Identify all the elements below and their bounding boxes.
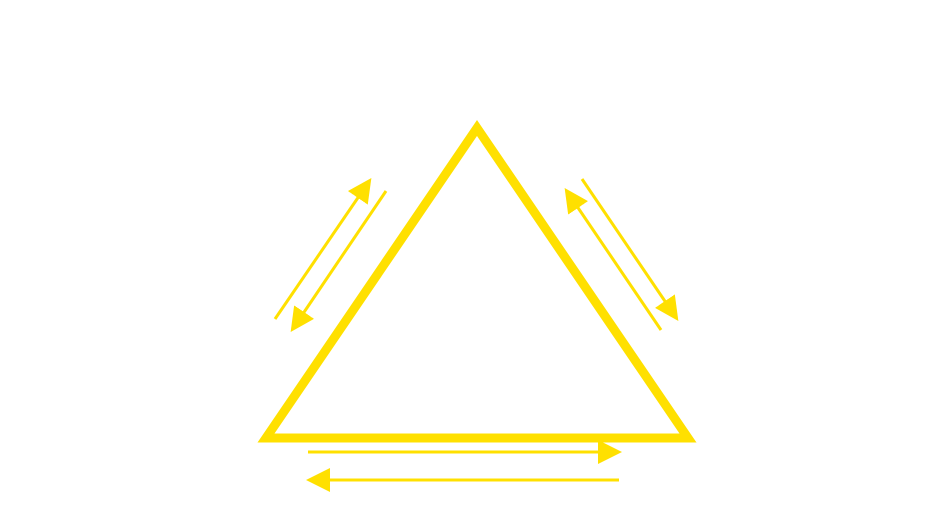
right-arrow-down <box>580 178 679 321</box>
left-arrow-up <box>273 178 372 320</box>
left-arrow-down <box>290 190 388 332</box>
main-triangle <box>257 120 697 443</box>
right-arrow-up <box>564 188 663 331</box>
